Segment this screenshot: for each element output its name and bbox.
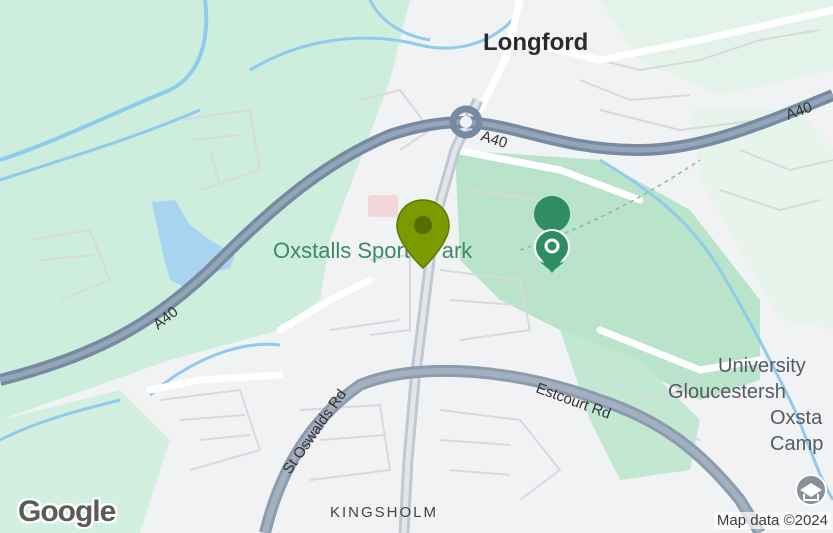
university-poi-icon[interactable] bbox=[795, 474, 827, 506]
place-label-kingsholm: KINGSHOLM bbox=[330, 504, 438, 521]
river-north bbox=[249, 9, 522, 72]
local-roads bbox=[146, 0, 833, 394]
main-road-ns-inner bbox=[401, 98, 481, 533]
place-label-university-4: Camp bbox=[770, 433, 823, 455]
place-label-university-3: Oxsta bbox=[770, 407, 823, 429]
place-label-university-2: Gloucestersh bbox=[668, 381, 786, 403]
footpath bbox=[519, 159, 701, 251]
building-highlight bbox=[368, 195, 398, 217]
map-attribution[interactable]: Map data ©2024 bbox=[713, 512, 831, 529]
green-area-west bbox=[0, 0, 410, 420]
park-poi-icon[interactable] bbox=[534, 196, 571, 273]
estcourt-st-oswalds-road-inner bbox=[262, 367, 763, 533]
location-pin-icon[interactable] bbox=[396, 199, 450, 270]
google-logo: Google bbox=[18, 495, 116, 528]
river-channel bbox=[0, 108, 201, 182]
green-area-southwest bbox=[0, 390, 170, 533]
place-label-longford: Longford bbox=[483, 29, 588, 56]
green-area-east bbox=[690, 110, 833, 330]
place-label-university-1: University bbox=[718, 355, 806, 377]
roundabout-icon bbox=[449, 105, 483, 139]
residential-streets bbox=[29, 29, 833, 501]
river-west bbox=[0, 0, 209, 162]
oxstalls-park-area bbox=[455, 150, 760, 400]
a40-east-inner bbox=[464, 92, 833, 153]
river-east bbox=[599, 158, 833, 501]
stream-southwest bbox=[0, 398, 121, 442]
park-area-south bbox=[560, 330, 700, 480]
stream-south bbox=[149, 342, 281, 397]
a40-west-inner bbox=[0, 119, 466, 383]
stream-north bbox=[368, 0, 431, 42]
